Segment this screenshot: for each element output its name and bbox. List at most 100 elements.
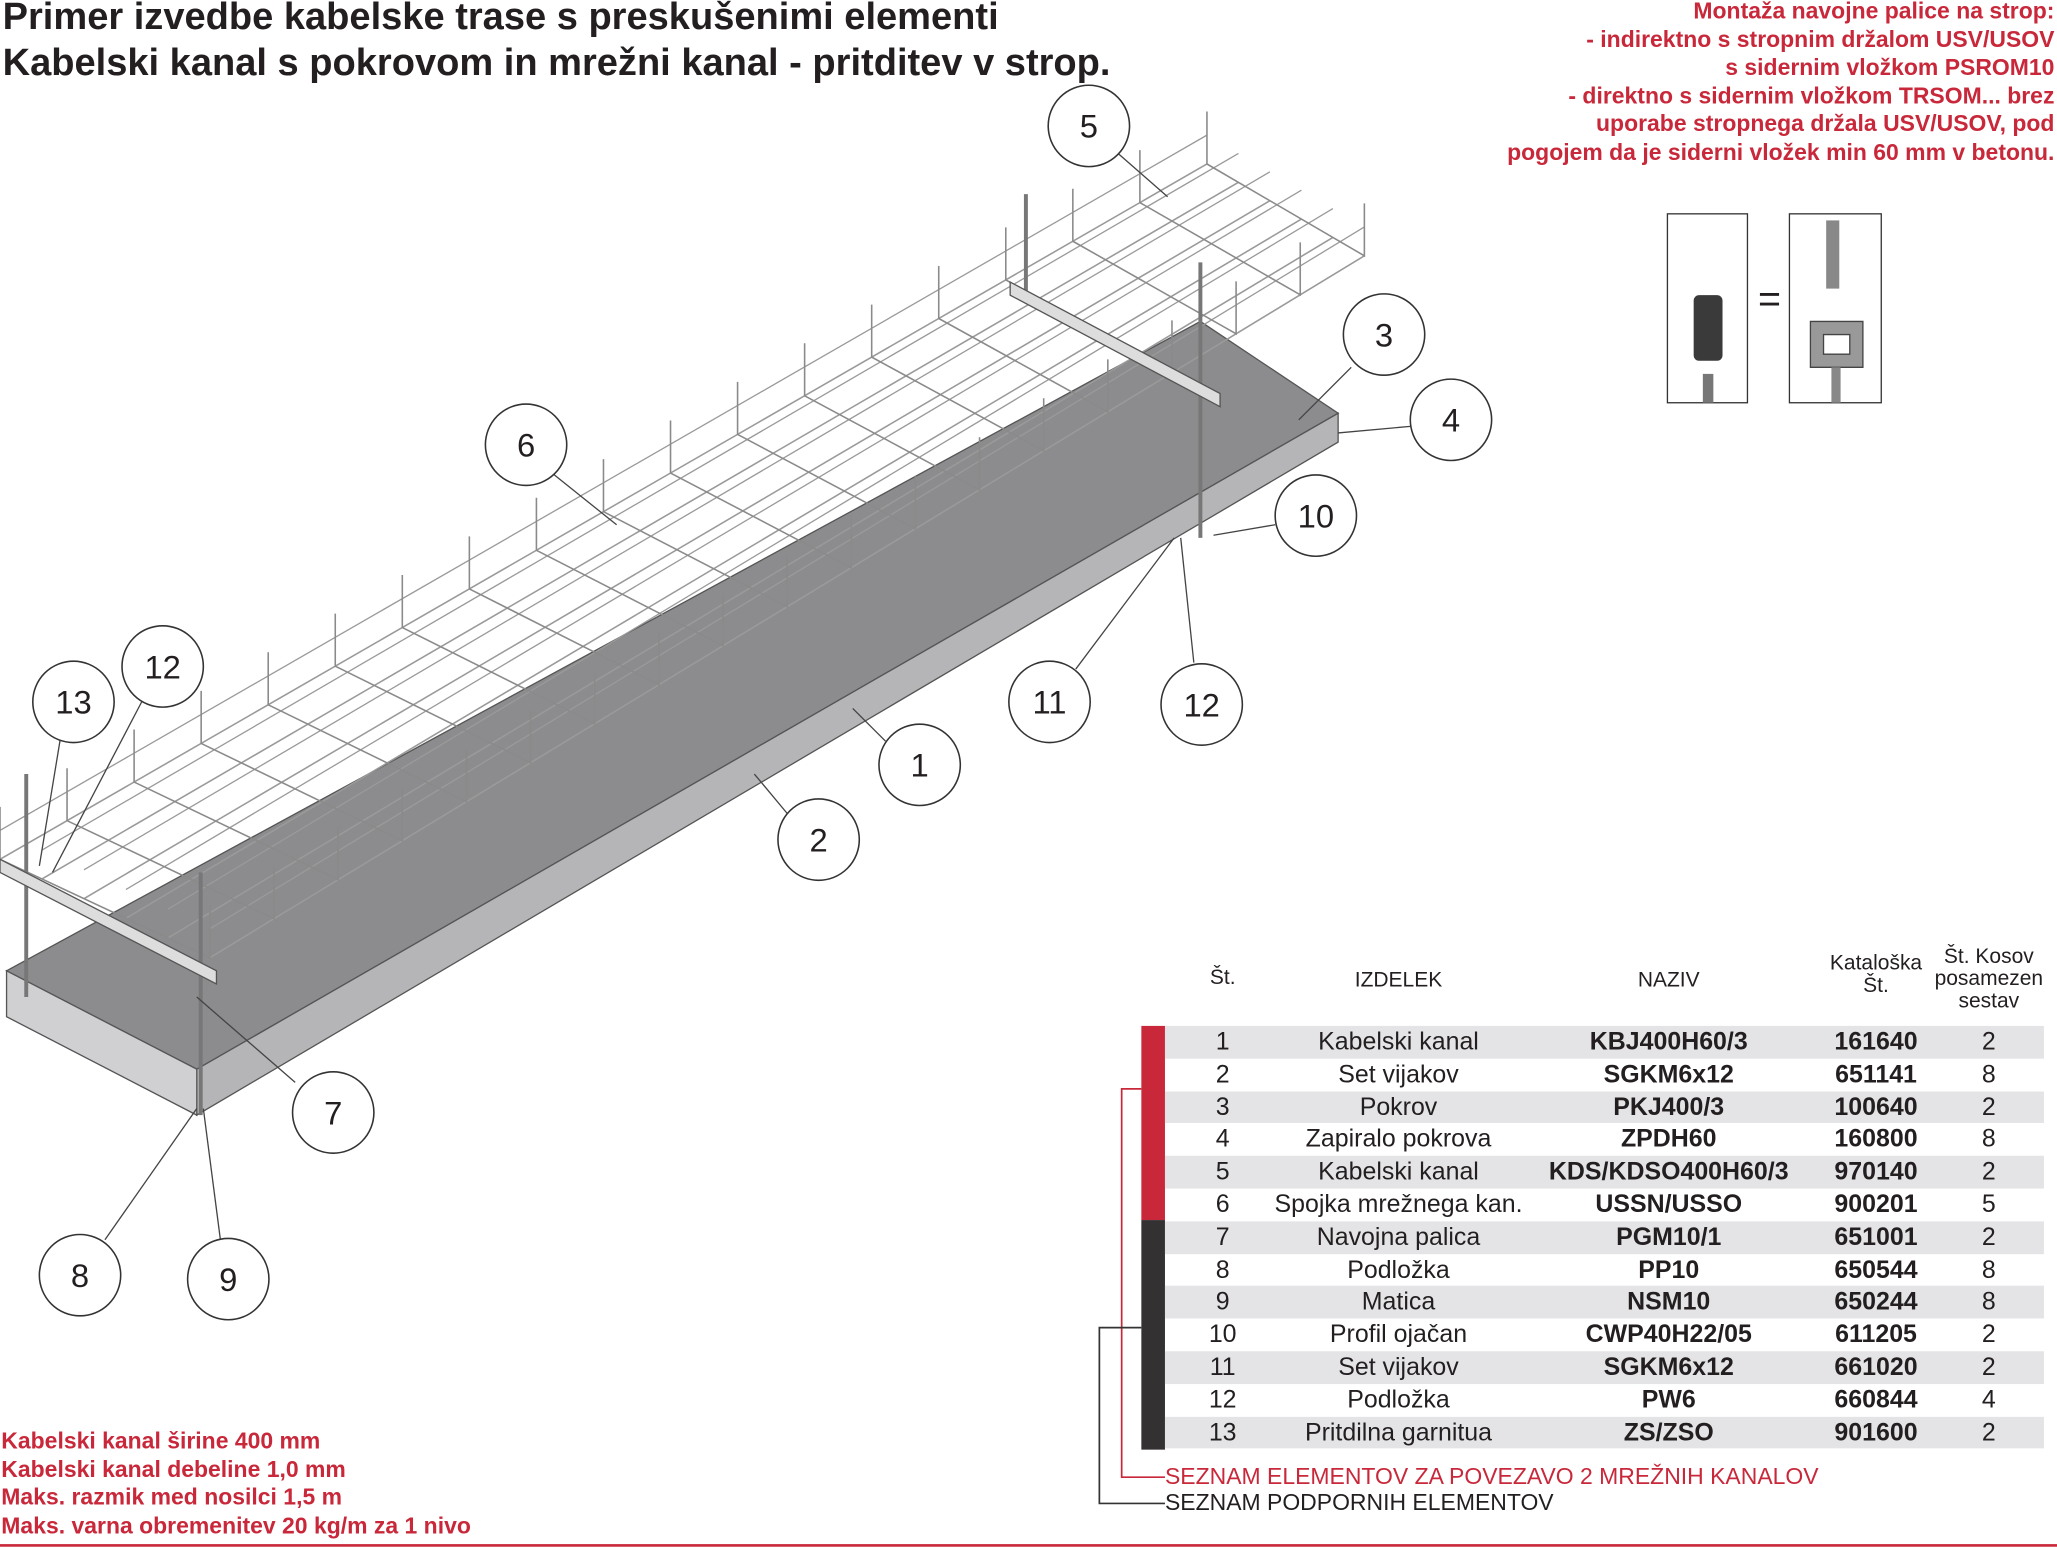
leader-line xyxy=(1298,366,1352,421)
bottom-rule xyxy=(0,1544,2057,1547)
cell-kosov: 5 xyxy=(1981,1191,1996,1219)
cell-naziv: SGKM6x12 xyxy=(1603,1061,1734,1089)
callout-circle xyxy=(291,1071,375,1154)
cell-st: 2 xyxy=(1215,1061,1230,1089)
cell-izdelek: Set vijakov xyxy=(1338,1061,1459,1089)
cell-kosov: 2 xyxy=(1981,1028,1996,1057)
callout-number: 2 xyxy=(810,821,828,858)
mesh-cross-wire xyxy=(937,266,1109,414)
leader-line xyxy=(202,1108,222,1240)
cell-naziv: ZPDH60 xyxy=(1620,1126,1717,1154)
callout-number: 12 xyxy=(1183,686,1219,723)
mesh-cross-wire xyxy=(602,459,788,609)
cell-izdelek: Kabelski kanal xyxy=(1318,1158,1479,1187)
callout-circle xyxy=(1342,293,1426,376)
mesh-cross-wire xyxy=(1072,188,1237,336)
header-katalog-line: Kataloška xyxy=(1829,952,1923,975)
callout-number: 8 xyxy=(71,1257,89,1294)
callout-circle xyxy=(777,798,861,882)
header-kosov-line: Št. Kosov xyxy=(1943,945,2034,969)
cell-izdelek: Kabelski kanal xyxy=(1318,1028,1479,1057)
mesh-side-wire xyxy=(125,189,1302,891)
cell-naziv: KBJ400H60/3 xyxy=(1589,1028,1748,1057)
callout-number: 13 xyxy=(55,684,91,721)
legend-black: SEZNAM PODPORNIH ELEMENTOV xyxy=(1164,1489,1554,1516)
mesh-cross-wire xyxy=(401,575,596,726)
callout-circle xyxy=(1409,378,1493,462)
ceiling-holder-icon xyxy=(1809,320,1864,368)
header-kosov: Št. Kosov posamezen sestav xyxy=(1935,946,2044,1013)
support-profile xyxy=(0,858,218,986)
cell-katalog: 100640 xyxy=(1834,1093,1918,1122)
cell-katalog: 970140 xyxy=(1834,1158,1918,1187)
callout-circle xyxy=(484,403,568,487)
header-kosov-line: sestav xyxy=(1958,990,2020,1013)
cell-naziv: SGKM6x12 xyxy=(1603,1353,1734,1382)
cell-kosov: 2 xyxy=(1981,1158,1996,1187)
note-line: - indirektno s stropnim držalom USV/USOV xyxy=(1586,25,2055,52)
mesh-side-wire xyxy=(83,171,1271,871)
spec-line: Maks. varna obremenitev 20 kg/m za 1 niv… xyxy=(1,1511,471,1539)
mesh-side-wire xyxy=(41,152,1239,851)
header-st: Št. xyxy=(1209,966,1236,990)
cell-st: 9 xyxy=(1215,1288,1230,1317)
callout-circle xyxy=(38,1233,122,1317)
cell-kosov: 2 xyxy=(1981,1093,1996,1122)
red-bracket-line xyxy=(1120,1088,1165,1479)
header-kosov-line: posamezen xyxy=(1934,968,2044,991)
callout-number: 7 xyxy=(324,1094,342,1131)
cell-kosov: 8 xyxy=(1981,1288,1996,1317)
callout-number: 3 xyxy=(1375,316,1393,353)
cell-kosov: 4 xyxy=(1981,1386,1996,1414)
note-line: uporabe stropnega držala USV/USOV, pod xyxy=(1596,110,2055,137)
note-line: Montaža navojne palice na strop: xyxy=(1693,0,2055,24)
cell-kosov: 8 xyxy=(1981,1256,1996,1284)
callout-number: 10 xyxy=(1298,497,1334,534)
cell-kosov: 2 xyxy=(1981,1321,1996,1349)
cell-st: 6 xyxy=(1215,1191,1230,1219)
leader-line xyxy=(196,996,296,1083)
cell-izdelek: Profil ojačan xyxy=(1329,1321,1468,1349)
cell-izdelek: Spojka mrežnega kan. xyxy=(1274,1191,1523,1219)
cell-katalog: 611205 xyxy=(1835,1321,1917,1349)
mesh-cross-wire xyxy=(133,729,339,881)
leader-line xyxy=(1075,537,1175,670)
black-group-bar xyxy=(1141,1220,1165,1450)
leader-line xyxy=(38,738,61,866)
note-line: - direktno s sidernim vložkom TRSOM... b… xyxy=(1568,81,2055,109)
cell-katalog: 650544 xyxy=(1834,1256,1918,1284)
legend-red: SEZNAM ELEMENTOV ZA POVEZAVO 2 MREŽNIH K… xyxy=(1164,1462,1819,1490)
cell-izdelek: Pritdilna garnitua xyxy=(1304,1418,1493,1447)
cell-katalog: 651141 xyxy=(1835,1061,1917,1089)
header-katalog: Kataloška Št. xyxy=(1830,952,1922,997)
callout-circle xyxy=(186,1237,270,1321)
callout-circle xyxy=(32,660,115,744)
cell-katalog: 660844 xyxy=(1834,1386,1918,1414)
bolt-icon xyxy=(1826,220,1840,289)
cell-izdelek: Pokrov xyxy=(1359,1093,1438,1122)
mounting-note: Montaža navojne palice na strop: - indir… xyxy=(1507,0,2054,167)
callout-circle xyxy=(878,723,962,807)
callout-number: 9 xyxy=(219,1261,237,1298)
callout-circle xyxy=(121,624,205,708)
spec-line: Kabelski kanal širine 400 mm xyxy=(1,1427,321,1454)
support-profile xyxy=(1009,280,1221,408)
callout-circle xyxy=(1047,84,1131,168)
cell-st: 7 xyxy=(1215,1223,1230,1252)
cell-katalog: 901600 xyxy=(1834,1418,1918,1447)
mesh-cross-wire xyxy=(0,806,211,959)
cell-kosov: 8 xyxy=(1981,1061,1996,1089)
callout-number: 4 xyxy=(1442,402,1460,439)
cell-naziv: PW6 xyxy=(1641,1386,1696,1414)
leader-line xyxy=(1114,150,1169,198)
note-line: pogojem da je siderni vložek min 60 mm v… xyxy=(1507,138,2055,165)
leader-line xyxy=(104,1108,198,1241)
cell-katalog: 650244 xyxy=(1834,1288,1918,1317)
